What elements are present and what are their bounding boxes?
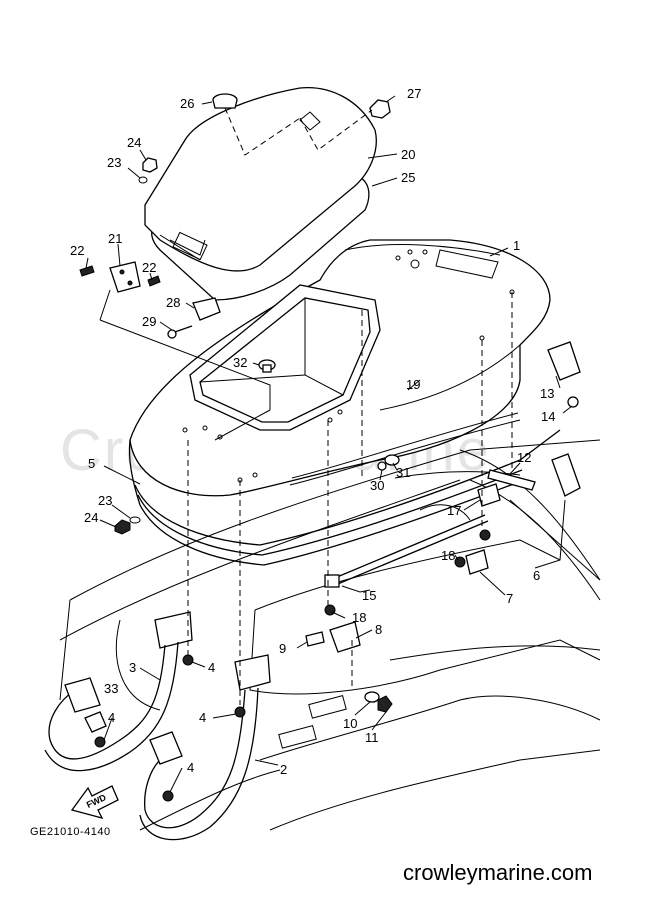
callout-11: 11 <box>365 730 379 745</box>
callout-4a: 4 <box>208 660 215 675</box>
callout-20: 20 <box>401 147 415 162</box>
callout-5: 5 <box>88 456 95 471</box>
callout-19: 19 <box>406 377 420 392</box>
callout-7: 7 <box>506 591 513 606</box>
hull-deck <box>59 439 601 831</box>
fwd-arrow: FWD <box>70 785 119 819</box>
callout-31: 31 <box>396 465 410 480</box>
diagram-code: GE21010-4140 <box>30 826 111 838</box>
callout-4b: 4 <box>199 710 206 725</box>
leader-lines <box>85 95 573 793</box>
callout-4d: 4 <box>187 760 194 775</box>
callout-24b: 24 <box>84 510 98 525</box>
callout-8: 8 <box>375 622 382 637</box>
callout-15: 15 <box>362 588 376 603</box>
callout-33: 33 <box>104 681 118 696</box>
callout-18a: 18 <box>441 548 455 563</box>
callout-10: 10 <box>343 716 357 731</box>
callout-12: 12 <box>517 450 531 465</box>
callout-30: 30 <box>370 478 384 493</box>
callout-27: 27 <box>407 86 421 101</box>
callout-21: 21 <box>108 231 122 246</box>
callout-4c: 4 <box>108 710 115 725</box>
callout-3: 3 <box>129 660 136 675</box>
callout-2: 2 <box>280 762 287 777</box>
callout-17: 17 <box>447 503 461 518</box>
callout-13: 13 <box>540 386 554 401</box>
callout-22b: 22 <box>142 260 156 275</box>
assembly-lines <box>99 107 513 705</box>
callout-6: 6 <box>533 568 540 583</box>
callout-22a: 22 <box>70 243 84 258</box>
callout-25: 25 <box>401 170 415 185</box>
grab-rails <box>44 611 271 841</box>
callout-1: 1 <box>513 238 520 253</box>
callout-14: 14 <box>541 409 555 424</box>
hatch-lid <box>144 86 377 301</box>
callout-23b: 23 <box>98 493 112 508</box>
callout-9: 9 <box>279 641 286 656</box>
callout-24a: 24 <box>127 135 141 150</box>
callout-26: 26 <box>180 96 194 111</box>
callout-18b: 18 <box>352 610 366 625</box>
site-url: crowleymarine.com <box>403 860 593 885</box>
deck-cover <box>128 239 561 566</box>
callout-28: 28 <box>166 295 180 310</box>
callout-23a: 23 <box>107 155 121 170</box>
callout-labels: 1 2 3 4 4 4 4 5 6 7 8 9 10 11 12 13 14 1… <box>70 86 555 777</box>
callout-29: 29 <box>142 314 156 329</box>
callout-32: 32 <box>233 355 247 370</box>
